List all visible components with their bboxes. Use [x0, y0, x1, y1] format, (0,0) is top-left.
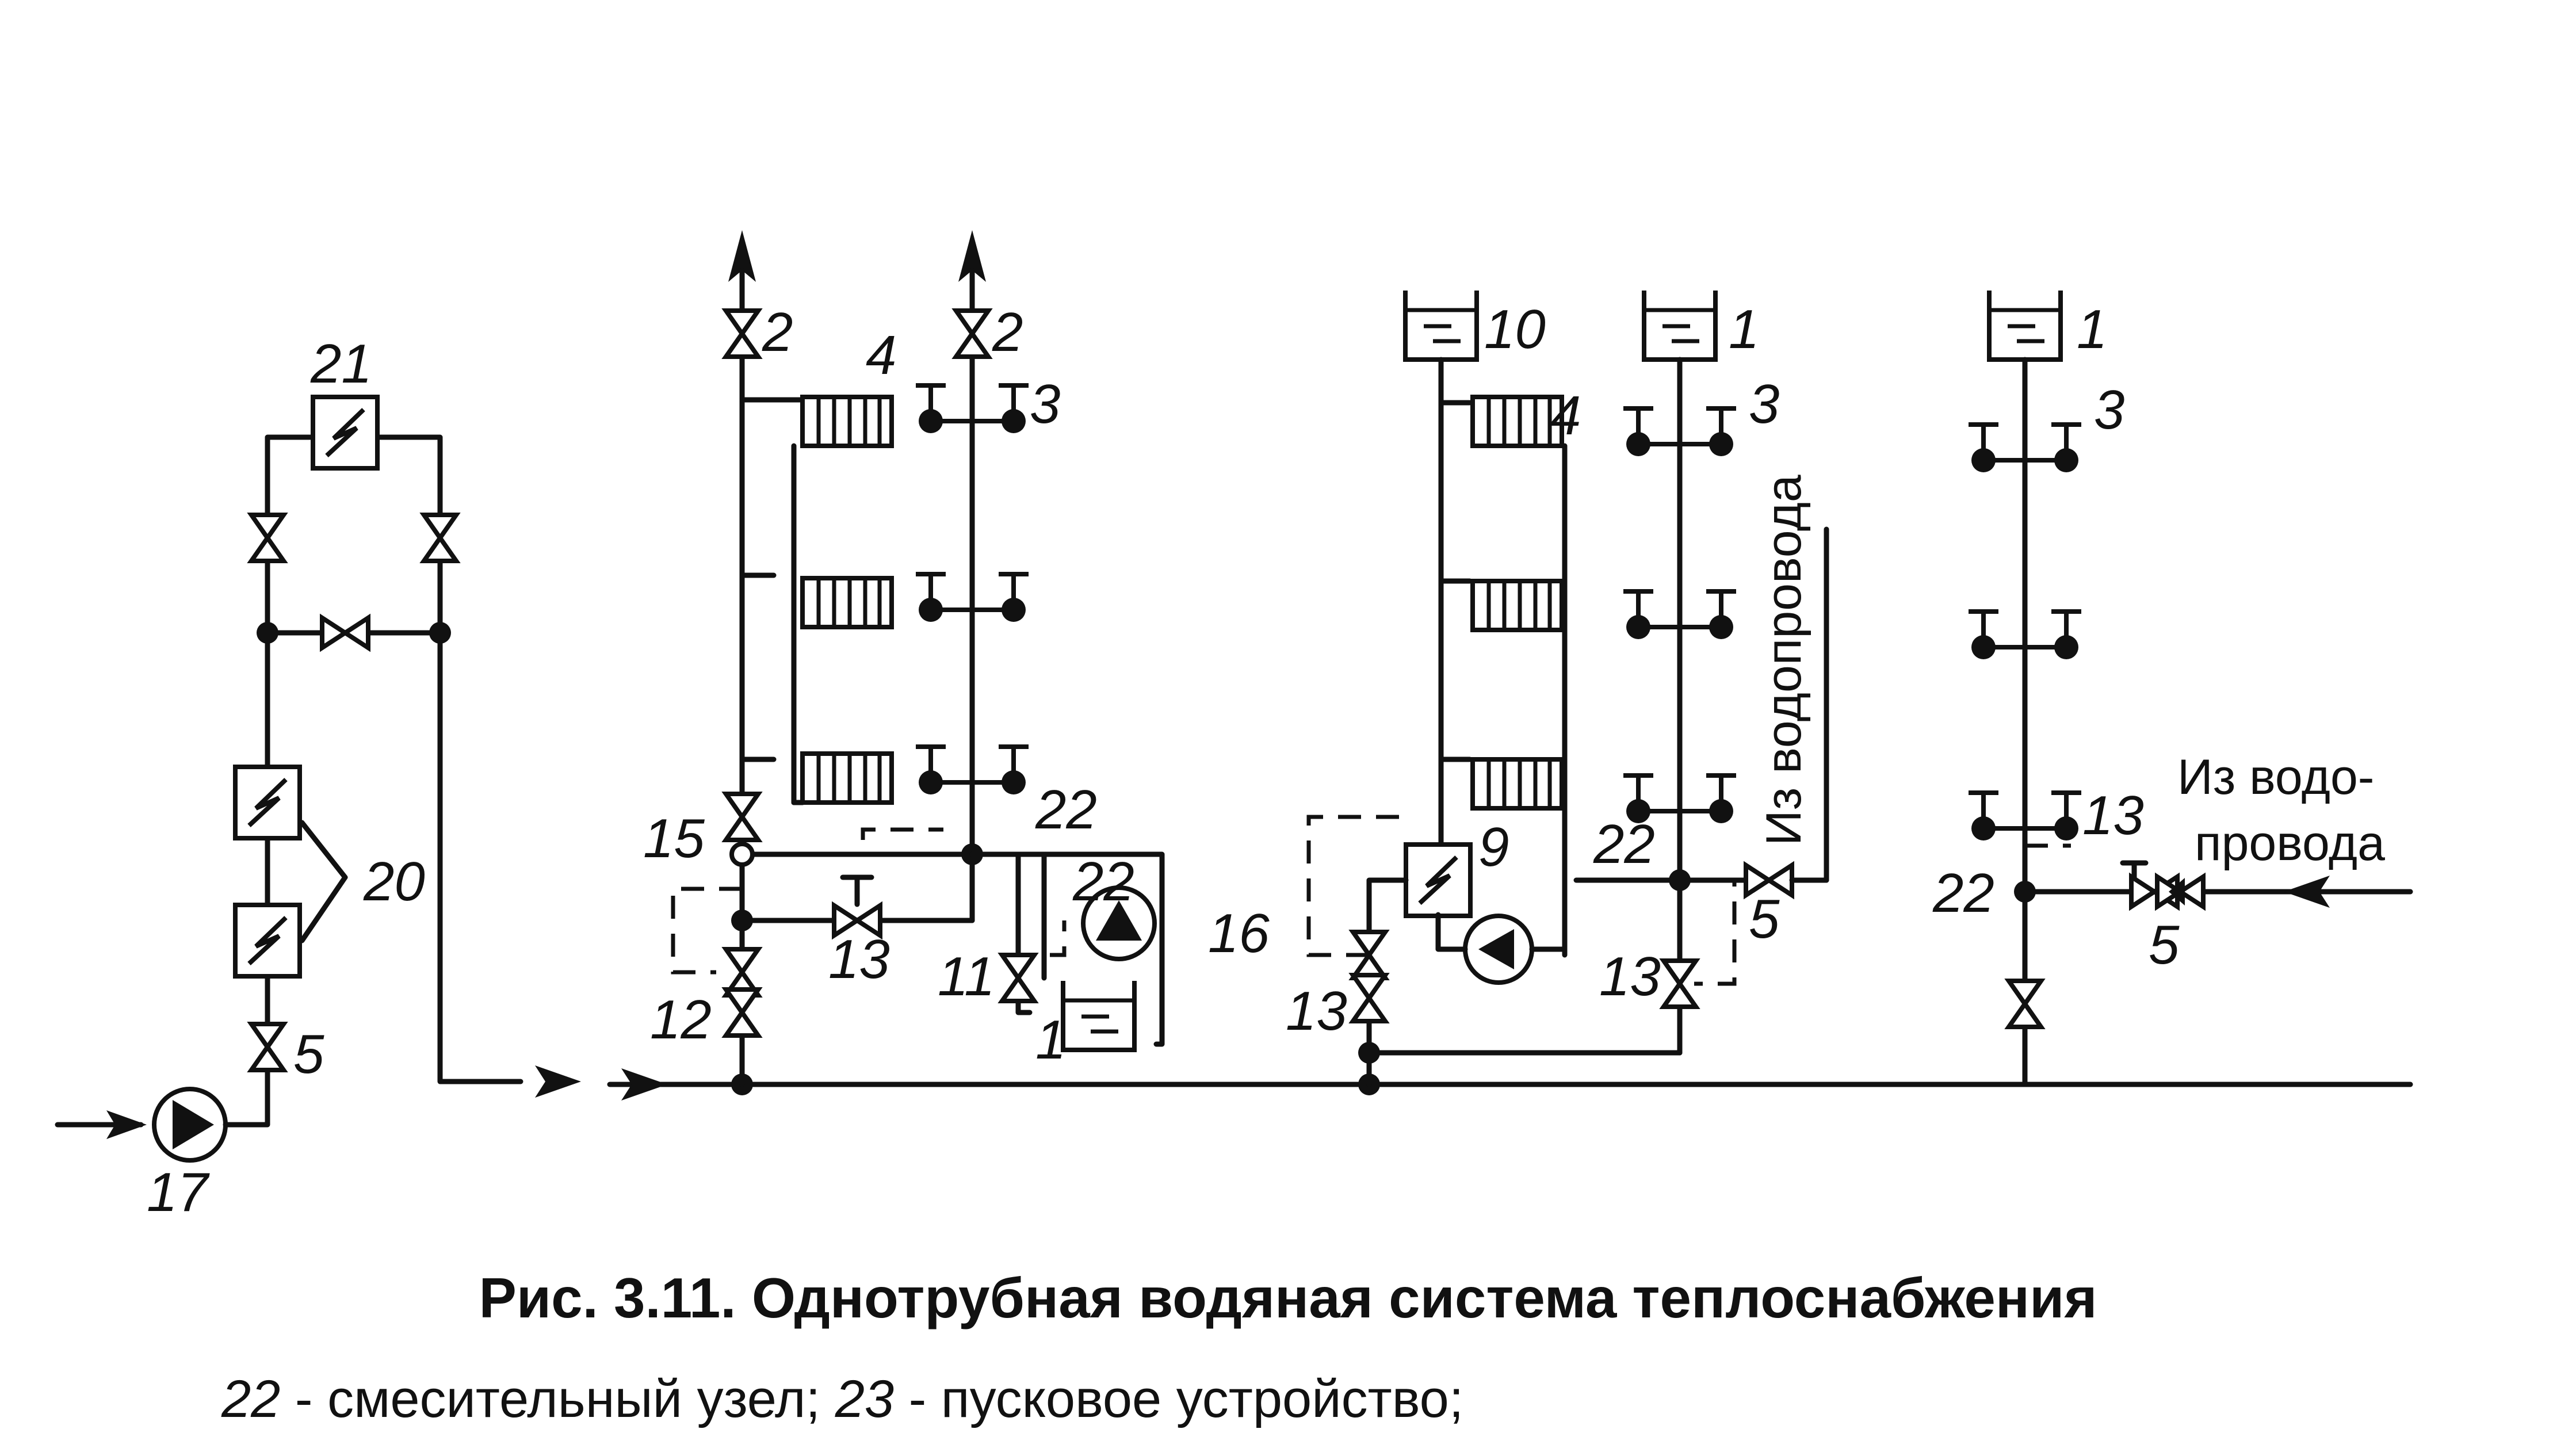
legend-number: 23	[835, 1370, 895, 1428]
building-3	[1969, 291, 2413, 1087]
component-labels: 21 20 5 17 2 2 4 3 15 22 22 13 16 11 12 …	[147, 299, 2385, 1223]
label-22: 22	[1035, 779, 1097, 840]
label-13: 13	[2082, 785, 2144, 846]
label-5: 5	[1749, 888, 1780, 950]
label-22: 22	[1932, 862, 1994, 924]
label-12: 12	[650, 989, 712, 1050]
label-3: 3	[1749, 373, 1779, 435]
label-4: 4	[1550, 385, 1581, 446]
water-supply-note-line1: Из водо-	[2177, 750, 2374, 805]
label-17: 17	[147, 1162, 210, 1223]
label-22: 22	[1593, 813, 1655, 875]
label-21: 21	[310, 333, 372, 395]
heating-plant	[55, 397, 581, 1163]
label-2: 2	[762, 301, 793, 363]
label-13: 13	[1599, 946, 1661, 1007]
label-5: 5	[2149, 914, 2180, 976]
figure-caption: Рис. 3.11. Однотрубная водяная система т…	[479, 1266, 2097, 1329]
label-16: 16	[1208, 903, 1270, 964]
label-13: 13	[828, 929, 890, 990]
label-13: 13	[1286, 980, 1347, 1042]
label-2: 2	[992, 301, 1023, 363]
label-1: 1	[1035, 1009, 1066, 1071]
building-1	[671, 230, 1165, 1087]
label-3: 3	[1030, 373, 1060, 435]
water-supply-note-vertical: Из водопровода	[1756, 475, 1811, 846]
figure-legend: 22 - смесительный узел; 23 - пусковое ус…	[221, 1369, 1463, 1430]
label-1: 1	[1729, 299, 1759, 360]
building-2	[1306, 291, 1829, 1087]
water-supply-note-line2: провода	[2195, 816, 2385, 871]
legend-text: - смесительный узел;	[280, 1370, 835, 1428]
label-15: 15	[643, 808, 705, 869]
label-11: 11	[938, 946, 995, 1007]
label-4: 4	[866, 324, 896, 386]
label-3: 3	[2094, 379, 2124, 441]
label-5: 5	[293, 1023, 324, 1085]
legend-text: - пусковое устройство;	[894, 1370, 1464, 1428]
label-1: 1	[2077, 299, 2107, 360]
label-10: 10	[1484, 299, 1546, 360]
label-20: 20	[363, 851, 425, 912]
label-9: 9	[1478, 816, 1509, 878]
label-22: 22	[1072, 851, 1134, 912]
main-pipeline	[607, 1068, 2413, 1101]
legend-number: 22	[221, 1370, 281, 1428]
